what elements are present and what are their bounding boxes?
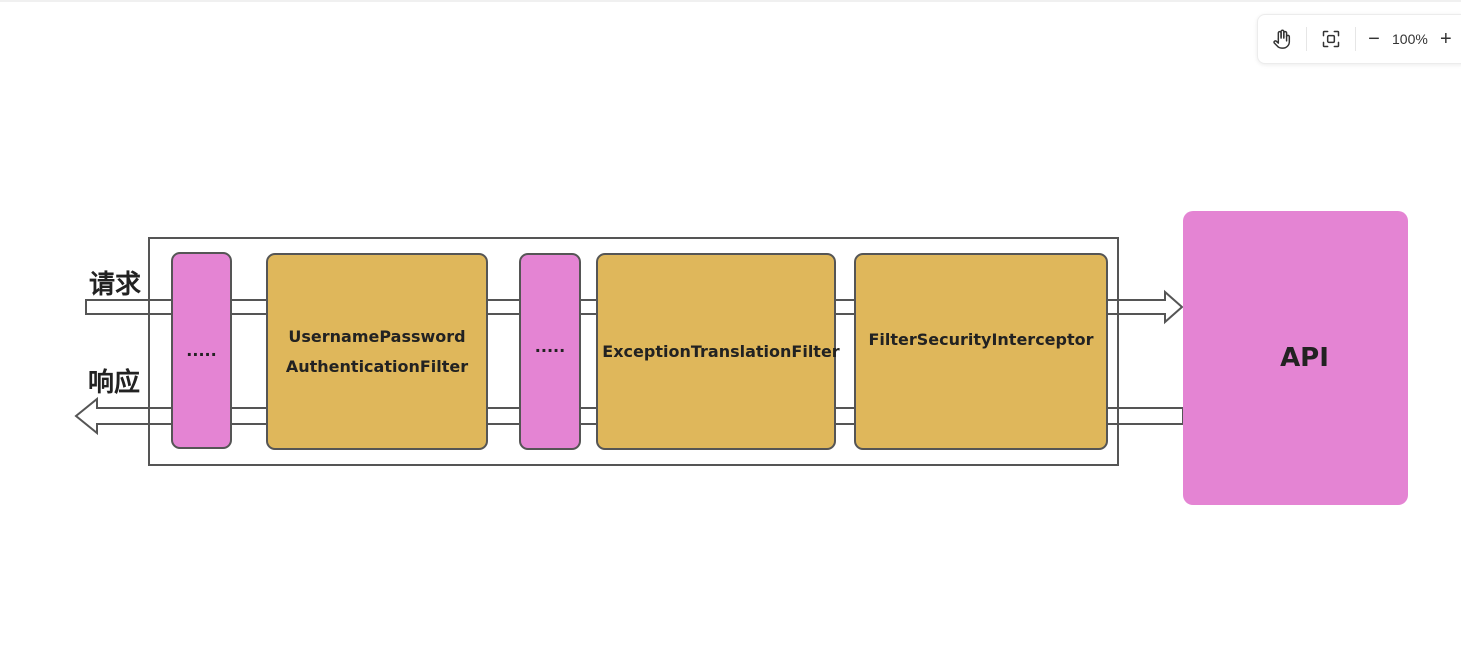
username-password-filter-line1: UsernamePassword (288, 326, 466, 346)
filter-placeholder-2-label: ..... (534, 337, 566, 356)
request-label: 请求 (89, 270, 142, 300)
api-box: API (1183, 211, 1408, 505)
filter-security-interceptor-label: FilterSecurityInterceptor (868, 330, 1094, 349)
canvas-toolbar: − 100% + (1257, 14, 1461, 64)
zoom-in-button[interactable]: + (1439, 27, 1452, 50)
filter-placeholder-1: ..... (171, 252, 232, 449)
zoom-level: 100% (1392, 31, 1428, 47)
filter-security-interceptor: FilterSecurityInterceptor (854, 253, 1108, 450)
zoom-out-button[interactable]: − (1368, 27, 1380, 50)
fit-screen-icon (1322, 30, 1340, 48)
toolbar-separator (1355, 27, 1356, 51)
fit-screen-button[interactable] (1311, 19, 1351, 59)
top-border (0, 0, 1461, 2)
exception-translation-filter: ExceptionTranslationFilter (596, 253, 840, 450)
username-password-authentication-filter: UsernamePassword AuthenticationFilter (266, 253, 488, 450)
hand-icon (1273, 29, 1291, 49)
response-label: 响应 (88, 368, 141, 398)
pan-tool-button[interactable] (1262, 19, 1302, 59)
toolbar-separator (1306, 27, 1307, 51)
filter-placeholder-1-label: ..... (186, 341, 217, 360)
api-label: API (1280, 343, 1329, 373)
username-password-filter-line2: AuthenticationFilter (285, 356, 469, 376)
filter-chain-container (148, 237, 1119, 466)
filter-placeholder-2: ..... (519, 253, 581, 450)
exception-translation-filter-label: ExceptionTranslationFilter (602, 341, 840, 361)
